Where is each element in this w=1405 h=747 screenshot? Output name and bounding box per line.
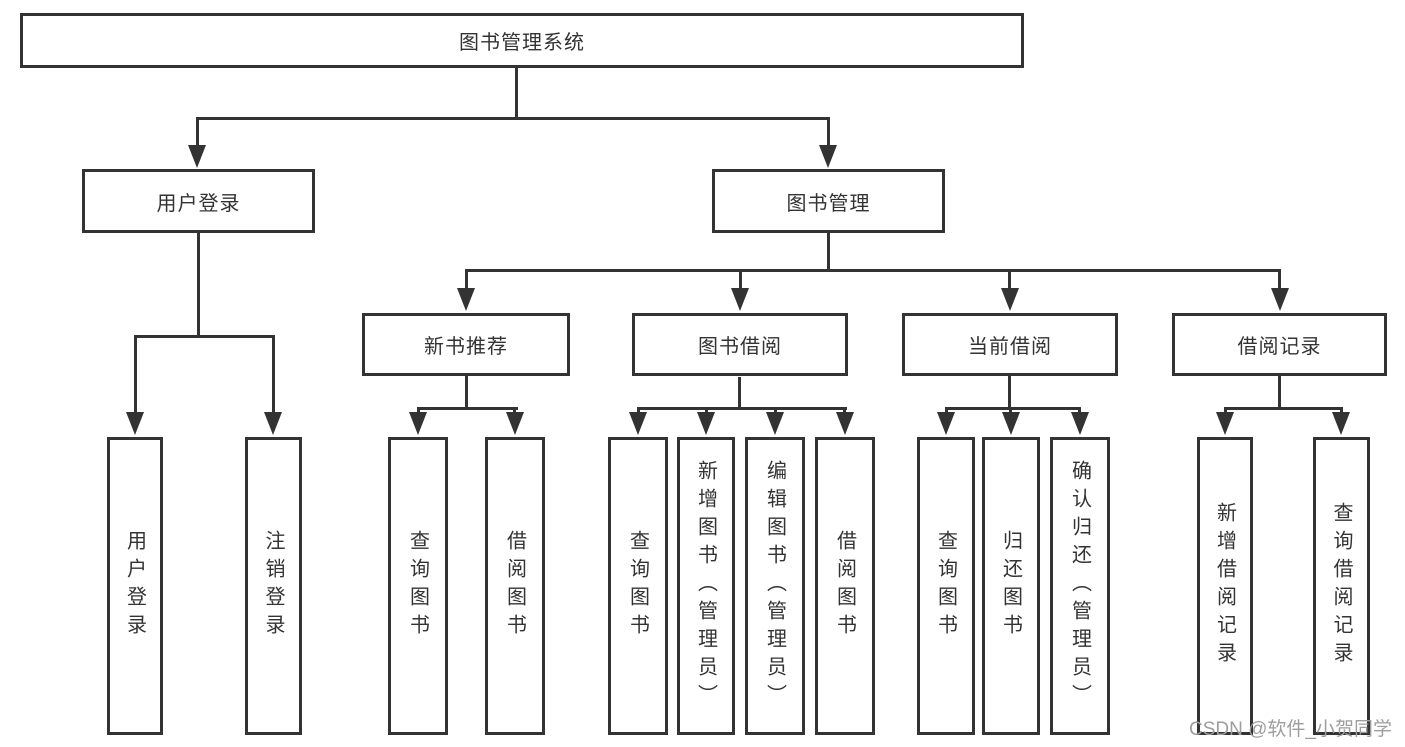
connector-current-branch-3 — [1078, 407, 1081, 413]
connector-root-stem — [515, 68, 518, 118]
leaf-add-books-admin: 新增图书（管理员） — [677, 437, 735, 735]
node-book-management: 图书管理 — [712, 169, 945, 233]
connector-recommend-branch-2 — [513, 407, 516, 413]
leaf-borrow-books-borrowing: 借阅图书 — [815, 437, 875, 735]
connector-current-branch-1 — [945, 407, 948, 413]
arrowhead-icon — [264, 412, 282, 435]
arrowhead-icon — [731, 288, 749, 311]
leaf-return-books: 归还图书 — [982, 437, 1040, 735]
arrowhead-icon — [1071, 412, 1089, 435]
arrowhead-icon — [1271, 288, 1289, 311]
connector-records-branch-2 — [1340, 407, 1343, 413]
leaf-query-books-borrowing: 查询图书 — [608, 437, 668, 735]
connector-bookmgmt-branch-1 — [465, 269, 468, 289]
connector-borrowing-branch-4 — [843, 407, 846, 413]
watermark-text: CSDN @软件_小贺同学 — [1189, 719, 1392, 740]
node-label: 借阅记录 — [1237, 336, 1322, 358]
connector-recommend-stem — [465, 376, 468, 409]
leaf-edit-books-admin: 编辑图书（管理员） — [745, 437, 805, 735]
leaf-label: 归还图书 — [999, 530, 1022, 642]
connector-borrowing-stem — [738, 377, 741, 409]
node-book-borrowing: 图书借阅 — [632, 313, 848, 376]
leaf-label: 查询图书 — [626, 530, 649, 642]
leaf-label: 查询图书 — [406, 530, 429, 642]
leaf-label: 借阅图书 — [503, 530, 526, 642]
connector-bookmgmt-split — [465, 269, 1280, 272]
node-borrowing-records: 借阅记录 — [1172, 313, 1387, 376]
connector-borrowing-branch-1 — [637, 407, 640, 413]
arrowhead-icon — [409, 412, 427, 435]
connector-recommend-split — [417, 407, 518, 410]
connector-root-branch-right — [827, 117, 830, 145]
leaf-label: 编辑图书（管理员） — [763, 460, 786, 712]
connector-bookmgmt-stem — [827, 233, 830, 271]
node-user-login: 用户登录 — [82, 169, 315, 233]
arrowhead-icon — [1002, 412, 1020, 435]
connector-bookmgmt-branch-2 — [739, 269, 742, 289]
arrowhead-icon — [836, 412, 854, 435]
arrowhead-icon — [819, 145, 837, 168]
leaf-confirm-return-admin: 确认归还（管理员） — [1050, 437, 1110, 735]
connector-root-branch-left — [196, 117, 199, 145]
connector-records-split — [1224, 407, 1342, 410]
connector-userlogin-split — [134, 335, 274, 338]
leaf-label: 查询借阅记录 — [1330, 502, 1352, 670]
connector-records-stem — [1278, 376, 1281, 409]
leaf-query-books-recommend: 查询图书 — [388, 437, 448, 735]
connector-borrowing-branch-2 — [705, 407, 708, 413]
leaf-label: 查询图书 — [934, 530, 957, 642]
node-label: 当前借阅 — [968, 336, 1052, 358]
connector-userlogin-stem — [197, 233, 200, 337]
arrowhead-icon — [1216, 412, 1234, 435]
node-label: 图书管理系统 — [459, 32, 585, 54]
connector-bookmgmt-branch-3 — [1008, 269, 1011, 289]
connector-current-branch-2 — [1009, 407, 1012, 413]
node-label: 用户登录 — [156, 192, 241, 215]
arrowhead-icon — [188, 145, 206, 168]
connector-userlogin-branch-1 — [134, 335, 137, 413]
arrowhead-icon — [457, 288, 475, 311]
leaf-add-borrow-record: 新增借阅记录 — [1197, 437, 1253, 735]
leaf-label: 注销登录 — [262, 530, 284, 642]
leaf-query-borrow-record: 查询借阅记录 — [1313, 437, 1370, 735]
leaf-label: 新增借阅记录 — [1213, 502, 1236, 670]
connector-current-split — [945, 407, 1081, 410]
leaf-borrow-books-recommend: 借阅图书 — [485, 437, 545, 735]
arrowhead-icon — [1332, 412, 1350, 435]
connector-recommend-branch-1 — [417, 407, 420, 413]
leaf-label: 新增图书（管理员） — [694, 460, 717, 712]
connector-current-stem — [1008, 375, 1011, 409]
connector-borrowing-split — [637, 407, 847, 410]
connector-userlogin-branch-2 — [272, 335, 275, 413]
leaf-label: 借阅图书 — [833, 530, 856, 642]
arrowhead-icon — [506, 412, 524, 435]
arrowhead-icon — [126, 412, 144, 435]
node-label: 图书借阅 — [698, 336, 782, 358]
arrowhead-icon — [937, 412, 955, 435]
connector-borrowing-branch-3 — [774, 407, 777, 413]
arrowhead-icon — [766, 412, 784, 435]
leaf-logout: 注销登录 — [245, 437, 302, 735]
node-library-management-system: 图书管理系统 — [20, 13, 1024, 68]
node-label: 图书管理 — [786, 192, 871, 215]
node-new-book-recommendation: 新书推荐 — [362, 313, 570, 376]
connector-bookmgmt-branch-4 — [1278, 269, 1281, 289]
leaf-label: 确认归还（管理员） — [1068, 460, 1091, 712]
connector-root-split — [196, 117, 829, 120]
connector-records-branch-1 — [1224, 407, 1227, 413]
leaf-label: 用户登录 — [123, 530, 146, 642]
arrowhead-icon — [629, 412, 647, 435]
node-label: 新书推荐 — [424, 336, 508, 358]
node-current-borrowing: 当前借阅 — [902, 313, 1118, 376]
arrowhead-icon — [1001, 288, 1019, 311]
leaf-query-books-current: 查询图书 — [917, 437, 975, 735]
arrowhead-icon — [697, 412, 715, 435]
leaf-user-login: 用户登录 — [107, 437, 163, 735]
